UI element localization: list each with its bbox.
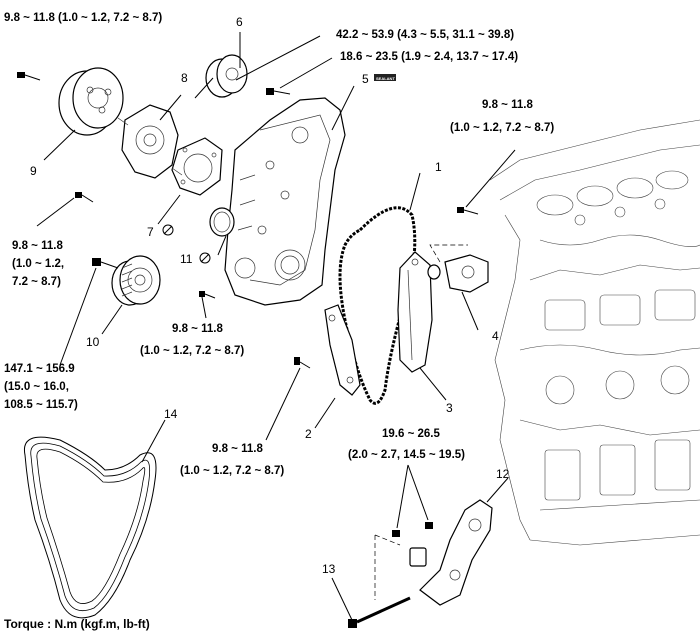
torque-label-4a: 9.8 ~ 11.8 <box>482 99 533 111</box>
water-pump-gasket <box>171 137 223 196</box>
torque-label-7a: 147.1 ~ 156.9 <box>4 363 75 375</box>
part-number-10: 10 <box>86 335 100 349</box>
torque-label-6b: (1.0 ~ 1.2, 7.2 ~ 8.7) <box>140 345 244 357</box>
idler-pulley <box>205 54 248 98</box>
no-reuse-icon <box>199 252 211 264</box>
bolt-icon <box>294 357 311 369</box>
leader-lines <box>36 32 516 621</box>
part-number-11: 11 <box>180 252 193 266</box>
part-number-12: 12 <box>496 467 510 481</box>
no-reuse-icon <box>162 224 174 236</box>
part-number-8: 8 <box>181 71 188 85</box>
torque-label-2: 42.2 ~ 53.9 (4.3 ~ 5.5, 31.1 ~ 39.8) <box>336 29 514 41</box>
bolt-icon <box>266 88 291 95</box>
part-number-2: 2 <box>305 427 312 441</box>
part-number-7: 7 <box>147 225 154 239</box>
part-number-6: 6 <box>236 15 243 29</box>
drive-belt <box>23 436 157 619</box>
chain-tensioner <box>427 244 489 293</box>
part-number-14: 14 <box>164 407 178 421</box>
part-number-1: 1 <box>435 160 442 174</box>
bolt-icon <box>92 258 119 269</box>
torque-label-5b: (1.0 ~ 1.2, <box>12 258 64 270</box>
bolt-icons <box>17 72 479 628</box>
bolt-icon <box>425 522 433 529</box>
engine-block-outline <box>489 119 700 546</box>
torque-label-1: 9.8 ~ 11.8 (1.0 ~ 1.2, 7.2 ~ 8.7) <box>4 12 162 24</box>
bolt-icon <box>457 207 479 215</box>
bolt-icon <box>348 596 411 628</box>
engine-mount-bracket <box>374 499 493 606</box>
part-number-13: 13 <box>322 562 336 576</box>
tensioner-arm <box>397 251 433 373</box>
timing-chain-cover <box>224 97 346 306</box>
torque-label-4b: (1.0 ~ 1.2, 7.2 ~ 8.7) <box>450 122 554 134</box>
part-number-5: 5 <box>362 72 369 86</box>
torque-label-5c: 7.2 ~ 8.7) <box>12 276 61 288</box>
torque-label-5a: 9.8 ~ 11.8 <box>12 240 63 252</box>
torque-label-9a: 19.6 ~ 26.5 <box>382 428 440 440</box>
torque-label-7c: 108.5 ~ 115.7) <box>4 399 78 411</box>
bolt-icon <box>75 192 94 203</box>
part-number-3: 3 <box>446 401 453 415</box>
torque-label-9b: (2.0 ~ 2.7, 14.5 ~ 19.5) <box>348 449 465 461</box>
sealant-tube: SEALANT <box>374 74 396 81</box>
part-number-4: 4 <box>492 329 499 343</box>
timing-chain <box>338 206 417 405</box>
torque-label-7b: (15.0 ~ 16.0, <box>4 381 69 393</box>
bolt-icon <box>392 530 400 537</box>
part-number-9: 9 <box>30 164 37 178</box>
torque-label-6a: 9.8 ~ 11.8 <box>172 323 223 335</box>
torque-label-8a: 9.8 ~ 11.8 <box>212 443 263 455</box>
bolt-icon <box>17 72 41 81</box>
bolt-icon <box>199 291 216 299</box>
crankshaft-pulley <box>111 255 161 306</box>
torque-label-8b: (1.0 ~ 1.2, 7.2 ~ 8.7) <box>180 465 284 477</box>
water-pump <box>117 104 183 179</box>
water-pump-pulley <box>58 67 124 136</box>
oil-seal <box>209 207 235 237</box>
chain-guide <box>324 304 361 396</box>
sealant-tag: SEALANT <box>376 76 395 81</box>
torque-label-3: 18.6 ~ 23.5 (1.9 ~ 2.4, 13.7 ~ 17.4) <box>340 51 518 63</box>
torque-unit-legend: Torque : N.m (kgf.m, lb-ft) <box>4 617 150 631</box>
